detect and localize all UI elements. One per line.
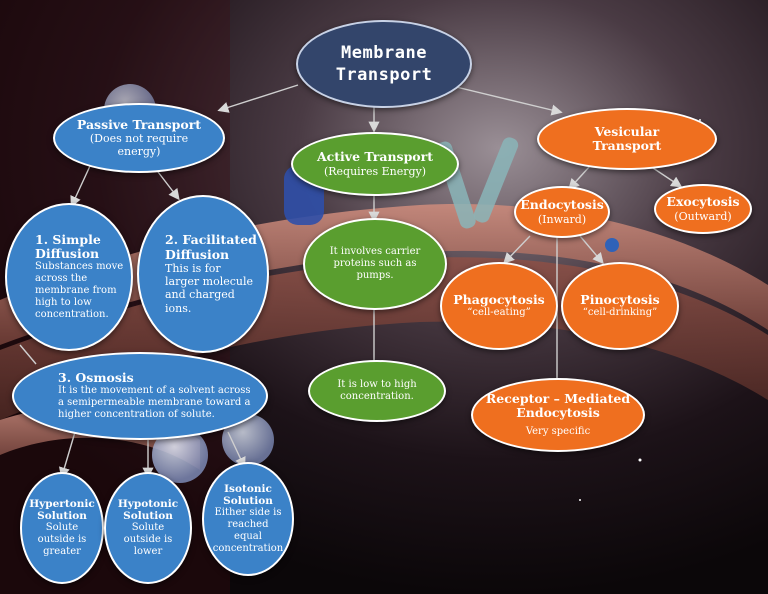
facilitated-desc-2: larger molecule xyxy=(165,275,253,289)
simple-desc-5: concentration. xyxy=(35,309,109,321)
isotonic-title-line2: Solution xyxy=(223,495,273,507)
gradient-desc-1: It is low to high xyxy=(337,379,417,390)
osmosis-desc-3: higher concentration of solute. xyxy=(58,409,215,421)
facilitated-desc-1: This is for xyxy=(165,262,221,275)
hypertonic-desc-3: greater xyxy=(43,546,81,558)
simple-title-line2: Diffusion xyxy=(35,246,100,261)
hypotonic-desc-1: Solute xyxy=(131,522,165,534)
receptor-title-line1: Receptor – Mediated xyxy=(485,390,631,406)
node-endocytosis: Endocytosis (Inward) xyxy=(514,186,610,238)
node-active-transport: Active Transport (Requires Energy) xyxy=(291,132,459,196)
isotonic-desc-2: reached xyxy=(227,519,269,531)
simple-desc-2: across the xyxy=(35,273,88,285)
passive-note-line2: energy) xyxy=(117,145,161,159)
osmosis-desc-2: a semipermeable membrane toward a xyxy=(58,397,251,409)
facilitated-title-line1: 2. Facilitated xyxy=(165,232,257,248)
simple-desc-1: Substances move xyxy=(35,261,124,273)
active-title: Active Transport xyxy=(316,149,434,165)
node-low-to-high: It is low to high concentration. xyxy=(308,360,446,422)
phagocytosis-title: Phagocytosis xyxy=(453,291,545,307)
simple-desc-3: membrane from xyxy=(35,285,117,297)
isotonic-desc-4: concentration xyxy=(212,543,284,555)
node-isotonic: Isotonic Solution Either side is reached… xyxy=(202,462,294,576)
node-simple-diffusion: 1. Simple Diffusion Substances move acro… xyxy=(5,203,133,351)
node-vesicular-transport: Vesicular Transport xyxy=(537,108,717,170)
hypertonic-desc-1: Solute xyxy=(45,522,79,534)
gradient-desc-2: concentration. xyxy=(340,391,414,402)
hypertonic-title-line2: Solution xyxy=(37,510,87,522)
hypotonic-title-line2: Solution xyxy=(123,510,173,522)
node-pinocytosis: Pinocytosis “cell-drinking” xyxy=(561,262,679,350)
node-facilitated-diffusion: 2. Facilitated Diffusion This is for lar… xyxy=(137,195,269,353)
isotonic-desc-1: Either side is xyxy=(214,507,282,519)
endocytosis-note: (Inward) xyxy=(537,212,587,226)
pinocytosis-title: Pinocytosis xyxy=(580,291,660,307)
hypotonic-desc-2: outside is xyxy=(123,534,173,546)
node-phagocytosis: Phagocytosis “cell-eating” xyxy=(440,262,558,350)
node-passive-transport: Passive Transport (Does not require ener… xyxy=(53,103,225,173)
carrier-desc-2: proteins such as xyxy=(333,258,417,269)
node-membrane-transport: Membrane Transport xyxy=(296,20,472,108)
hypotonic-title-line1: Hypotonic xyxy=(117,497,179,510)
simple-title-line1: 1. Simple xyxy=(35,231,101,247)
passive-title: Passive Transport xyxy=(76,116,202,132)
receptor-note: Very specific xyxy=(525,426,591,438)
exocytosis-title: Exocytosis xyxy=(666,194,740,210)
node-hypertonic: Hypertonic Solution Solute outside is gr… xyxy=(20,472,104,584)
isotonic-desc-3: equal xyxy=(234,531,262,543)
endocytosis-title: Endocytosis xyxy=(520,197,604,213)
isotonic-title-line1: Isotonic xyxy=(224,482,272,495)
vesicular-title-line2: Transport xyxy=(592,138,662,153)
pinocytosis-note: “cell-drinking” xyxy=(582,307,658,319)
node-exocytosis: Exocytosis (Outward) xyxy=(654,184,752,234)
active-note: (Requires Energy) xyxy=(323,164,427,178)
simple-desc-4: high to low xyxy=(35,297,92,309)
node-carrier-proteins: It involves carrier proteins such as pum… xyxy=(303,218,447,310)
passive-note-line1: (Does not require xyxy=(89,132,189,145)
vesicular-title-line1: Vesicular xyxy=(594,123,660,139)
hypotonic-desc-3: lower xyxy=(133,546,163,558)
osmosis-title: 3. Osmosis xyxy=(58,369,134,385)
receptor-title-line2: Endocytosis xyxy=(516,405,600,420)
facilitated-desc-3: and charged xyxy=(165,288,235,302)
osmosis-desc-1: It is the movement of a solvent across xyxy=(58,385,251,397)
hypertonic-title-line1: Hypertonic xyxy=(29,497,95,510)
carrier-desc-1: It involves carrier xyxy=(329,246,421,257)
exocytosis-note: (Outward) xyxy=(674,209,732,223)
root-title-line2: Transport xyxy=(335,65,433,85)
facilitated-desc-4: ions. xyxy=(165,301,192,315)
root-title-line1: Membrane xyxy=(341,42,427,63)
node-hypotonic: Hypotonic Solution Solute outside is low… xyxy=(104,472,192,584)
facilitated-title-line2: Diffusion xyxy=(165,246,230,262)
phagocytosis-note: “cell-eating” xyxy=(467,307,531,319)
node-receptor-mediated-endocytosis: Receptor – Mediated Endocytosis Very spe… xyxy=(471,378,645,452)
carrier-desc-3: pumps. xyxy=(356,270,394,281)
hypertonic-desc-2: outside is xyxy=(37,534,87,546)
node-osmosis: 3. Osmosis It is the movement of a solve… xyxy=(12,352,268,440)
